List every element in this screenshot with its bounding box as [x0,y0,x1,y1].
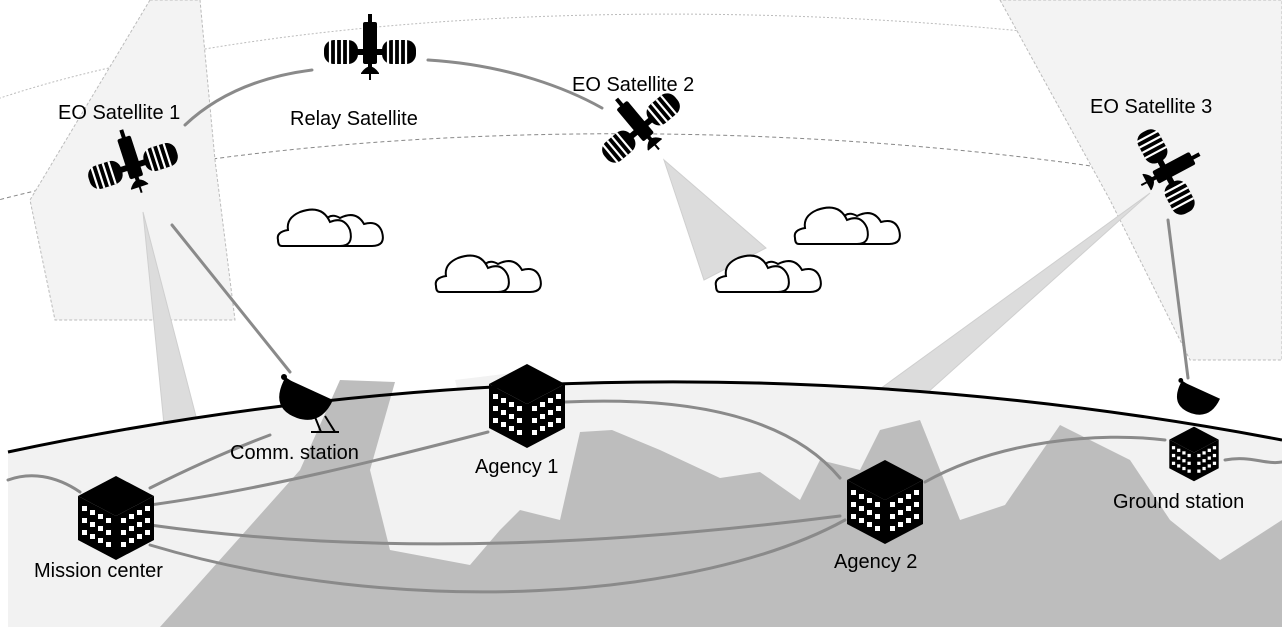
label-comm-station: Comm. station [230,442,359,464]
link-eo1-comm [170,223,292,374]
relay-satellite-icon [322,12,418,82]
cloud-icon [714,254,822,293]
label-agency-2: Agency 2 [834,551,917,573]
link-ground-offscreen [1223,457,1282,465]
link-agency1-agency2 [563,399,842,480]
label-mission-center: Mission center [34,560,163,582]
cloud-icon [793,206,901,245]
label-relay-satellite: Relay Satellite [290,108,418,130]
comm-station-dish-icon [278,373,339,433]
cloud-icon [276,208,384,247]
link-eo3-ground [1166,218,1190,380]
label-eo-satellite-2: EO Satellite 2 [572,74,694,96]
cloud-icon [434,254,542,293]
link-relay-eo2 [426,58,604,110]
label-eo-satellite-1: EO Satellite 1 [58,102,180,124]
link-mission-comm [148,433,272,490]
ground-station-dish-icon [1176,377,1221,416]
label-eo-satellite-3: EO Satellite 3 [1090,96,1212,118]
link-mission-agency2 [148,514,842,546]
link-mission-agency2-lower [148,518,847,594]
link-mission-agency1 [148,430,490,507]
link-eo1-relay [183,68,314,127]
footprint-band-right [999,0,1282,361]
horizon-line [7,380,1282,454]
land-mass [160,380,1282,627]
label-agency-1: Agency 1 [475,456,558,478]
link-left-offscreen [6,474,82,494]
link-agency2-ground [923,435,1167,484]
label-ground-station: Ground station [1113,491,1244,513]
